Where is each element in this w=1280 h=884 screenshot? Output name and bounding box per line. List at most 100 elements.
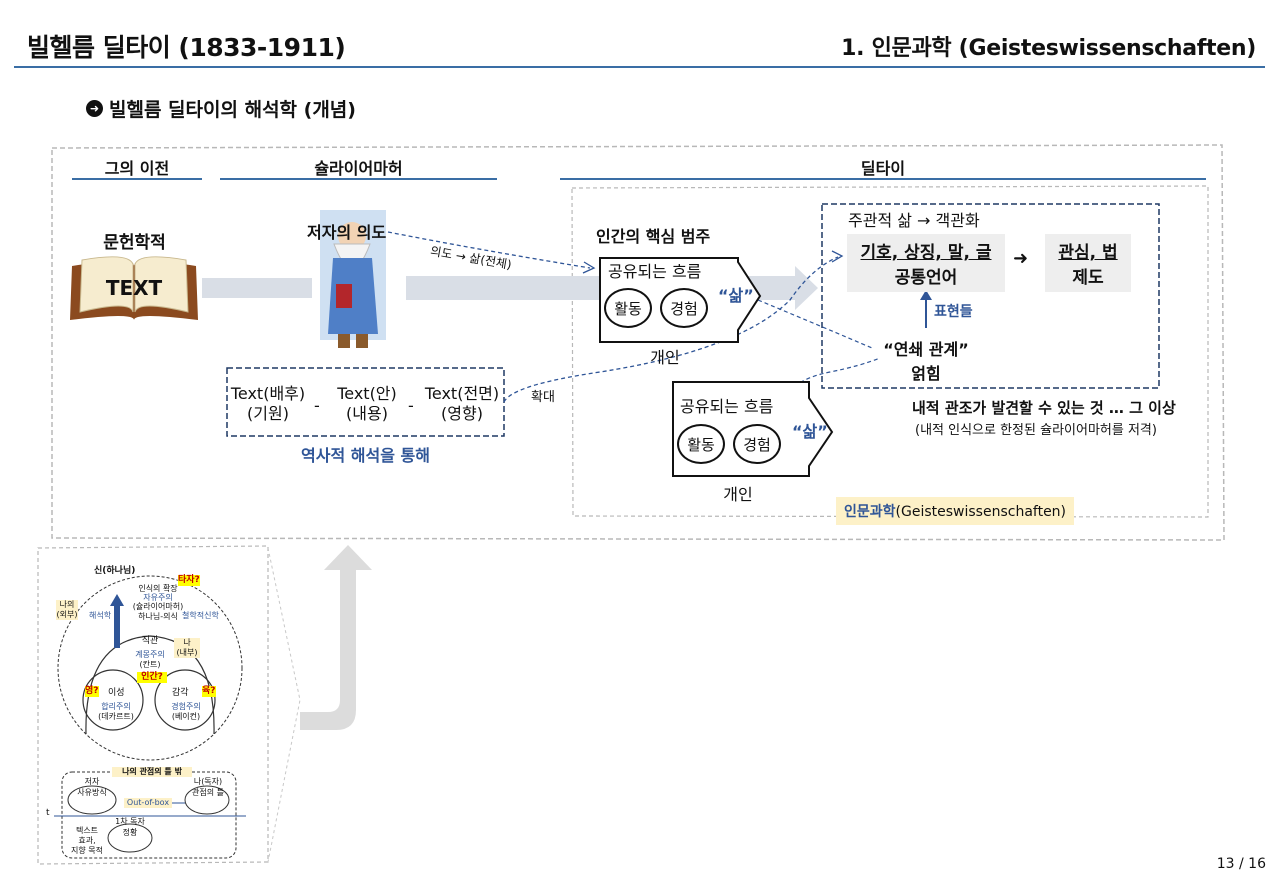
objectification-header: 주관적 삶 → 객관화 (848, 211, 980, 230)
text-origin: Text(배후) (기원) (229, 384, 307, 424)
mini-first-reader: 1차 독자 (115, 817, 145, 826)
text-separator-2: - (408, 396, 414, 415)
flow-bottom-life: “삶” (792, 422, 828, 441)
mini-flesh: 육? (202, 686, 216, 697)
mini-reader-frame: 관점의 틀 (192, 788, 224, 797)
mini-god-conscious: 하나님-의식 (138, 612, 178, 621)
mini-text-effect: 텍스트 효과, 지향 목적 (71, 826, 103, 855)
chain-label: “연쇄 관계” (883, 340, 969, 359)
arrow-circle-icon: ➜ (86, 100, 103, 117)
mini-left-circle (82, 669, 144, 731)
inner-contemplation-sub: (내적 인식으로 한정된 슐라이어마허를 저격) (915, 423, 1157, 438)
mini-reason: 이성 (108, 688, 125, 698)
core-category-label: 인간의 핵심 범주 (596, 227, 711, 246)
entangle-label: 얽힘 (911, 364, 941, 383)
main-frame (51, 144, 1225, 541)
mini-hermeneutics: 해석학 (89, 611, 112, 620)
mini-bacon: (베이컨) (171, 712, 201, 721)
mini-intuition: 직관 (141, 636, 159, 646)
flow-bottom-pill-experience: 경험 (733, 424, 781, 464)
connector-intent (387, 231, 591, 269)
expand-label: 확대 (531, 390, 555, 405)
flow-arrow (202, 278, 312, 298)
humanities-tag: 인문과학(Geisteswissenschaften) (836, 497, 1075, 525)
institution-label: 제도 (1072, 268, 1104, 288)
mini-author-thought: 사유방식 (77, 788, 107, 797)
author-figure-icon (320, 210, 386, 348)
mini-reader: 나(독자) (193, 777, 223, 786)
text-content-bottom: (내용) (346, 404, 388, 423)
mini-up-arrow (114, 604, 120, 648)
connector-expand (503, 256, 839, 403)
dilthey-frame (571, 185, 1209, 518)
section-title: 빌헬름 딜타이의 해석학 (개념) (109, 99, 356, 121)
flow-top-pill-activity: 활동 (604, 288, 652, 328)
mini-situation: 정황 (122, 828, 138, 837)
text-influence: Text(전면) (영향) (420, 384, 504, 424)
mini-schleier: (슐라이어마허) (132, 602, 184, 611)
historical-caption: 역사적 해석을 통해 (301, 446, 430, 465)
flow-bottom-title: 공유되는 흐름 (680, 397, 774, 416)
book-text-label: TEXT (105, 276, 163, 300)
mini-t-label: t (46, 808, 50, 818)
zoom-line (267, 547, 301, 863)
mini-outside: 나의 관점의 틀 밖 (112, 767, 192, 777)
text-content: Text(안) (내용) (330, 384, 404, 424)
flow-bottom-pill-activity: 활동 (677, 424, 725, 464)
flow-top-pill-experience: 경험 (660, 288, 708, 328)
up-arrow (300, 545, 372, 730)
mini-arc (85, 635, 215, 735)
col-dilthey-rule (560, 178, 1206, 180)
common-language-label: 공통언어 (894, 268, 958, 288)
mini-mine-outer: 나의 (외부) (56, 600, 78, 620)
mini-descartes: (데카르트) (98, 712, 134, 721)
humanities-german: (Geisteswissenschaften) (895, 504, 1067, 520)
mini-reader-ellipse (184, 785, 230, 815)
mini-other: 타자? (178, 575, 200, 586)
mini-kant: (칸트) (139, 660, 161, 669)
mini-phil-theology: 철학적신학 (182, 611, 219, 620)
mini-outer-circle (57, 575, 243, 761)
mini-author: 저자 (84, 777, 100, 786)
mini-sense: 감각 (172, 688, 189, 698)
mini-out-of-box: Out-of-box (124, 798, 172, 808)
page-title: 빌헬름 딜타이 (1833-1911) (27, 33, 346, 62)
mini-rationalism: 합리주의 (101, 702, 131, 711)
right-arrow-icon: ➜ (1013, 248, 1029, 269)
text-content-top: Text(안) (337, 384, 397, 403)
concern-law-label: 관심, 법 (1058, 243, 1118, 263)
institution-box: 관심, 법 제도 (1045, 234, 1131, 292)
humanities-word: 인문과학 (844, 504, 896, 520)
flow-bottom-individual: 개인 (723, 485, 753, 504)
mini-me-inner: 나 (내부) (174, 638, 200, 658)
connector-chain-1 (757, 299, 873, 349)
page-number: 13 / 16 (1216, 856, 1266, 872)
section-heading: ➜ 빌헬름 딜타이의 해석학 (개념) (86, 95, 356, 122)
mini-enlightenment: 계몽주의 (135, 650, 165, 659)
col-before: 그의 이전 (104, 159, 170, 178)
col-before-rule (72, 178, 202, 180)
col-schleiermacher: 슐라이어마허 (314, 159, 403, 178)
chapter-title: 1. 인문과학 (Geisteswissenschaften) (841, 36, 1256, 61)
author-intent-label: 저자의 의도 (307, 223, 387, 242)
inner-contemplation-main: 내적 관조가 발견할 수 있는 것 … 그 이상 (912, 399, 1176, 417)
mini-empiricism: 경험주의 (171, 702, 201, 711)
philological-label: 문헌학적 (103, 233, 166, 253)
text-influence-bottom: (영향) (441, 404, 483, 423)
text-influence-top: Text(전면) (424, 384, 500, 403)
text-origin-top: Text(배후) (230, 384, 306, 403)
flow-top-individual: 개인 (650, 348, 680, 367)
mini-right-circle (154, 669, 216, 731)
col-dilthey: 딜타이 (860, 159, 906, 178)
mini-human: 인간? (137, 672, 167, 683)
mini-spirit: 영? (85, 686, 99, 697)
mini-recog-expand: 인식의 확장 (138, 584, 178, 593)
mini-liberalism: 자유주의 (143, 593, 173, 602)
flow-top-life: “삶” (718, 286, 754, 305)
symbols-label: 기호, 상징, 말, 글 (860, 243, 992, 263)
text-separator-1: - (314, 396, 320, 415)
text-origin-bottom: (기원) (247, 404, 289, 423)
mini-author-ellipse (67, 785, 117, 815)
col-schleiermacher-rule (220, 178, 497, 180)
